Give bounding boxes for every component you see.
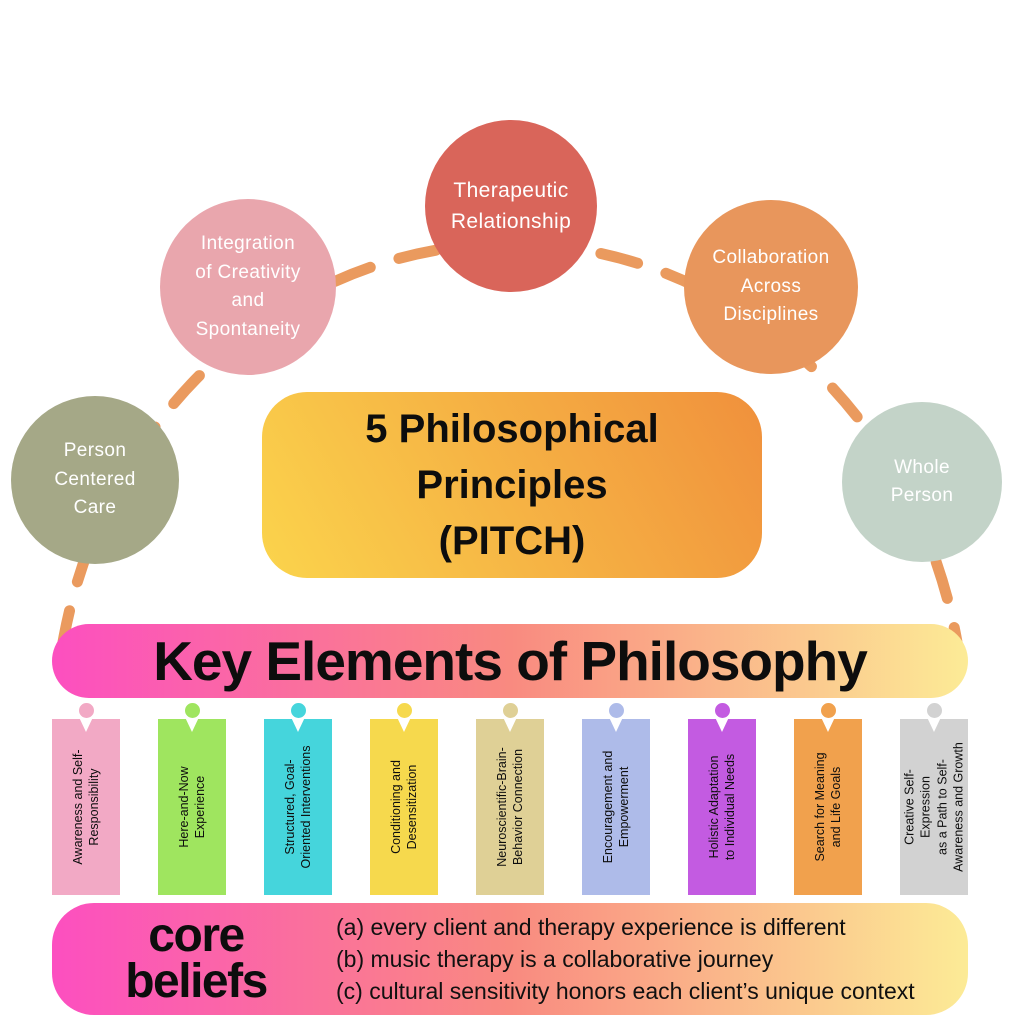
pin-dot-icon [290, 703, 306, 718]
principle-circle-label: Collaboration Across Disciplines [712, 247, 830, 326]
core-belief-item: (c) cultural sensitivity honors each cli… [336, 978, 915, 1005]
key-elements-columns: Awareness and Self- Responsibility Here-… [52, 703, 968, 895]
key-element-label: Conditioning and Desensitization [388, 760, 419, 854]
pin-dot-icon [820, 703, 836, 718]
pin-dot-icon [78, 703, 94, 718]
principle-circle-label: Therapeutic Relationship [450, 178, 572, 234]
principle-circle-label: Person Centered Care [54, 440, 136, 519]
pin-dot-icon [184, 703, 200, 718]
core-beliefs-title: core beliefs [125, 909, 268, 1008]
center-title-box: 5 Philosophical Principles (PITCH) [262, 392, 762, 578]
principle-circle-person-centered-care: Person Centered Care [11, 396, 179, 564]
key-element-label: Structured, Goal- Oriented Interventions [282, 745, 313, 869]
core-beliefs-list: (a) every client and therapy experience … [336, 911, 968, 1008]
pin-dot-icon [714, 703, 730, 718]
key-element-label: Encouragement and Empowerment [600, 750, 631, 864]
key-element-item: Awareness and Self- Responsibility [52, 703, 120, 895]
principle-circle-therapeutic-relationship: Therapeutic Relationship [425, 120, 597, 292]
principle-circle-whole-person: Whole Person [842, 402, 1002, 562]
pin-dot-icon [608, 703, 624, 718]
key-element-label: Awareness and Self- Responsibility [70, 749, 101, 865]
core-belief-item: (a) every client and therapy experience … [336, 913, 846, 940]
key-element-label: Here-and-Now Experience [176, 766, 207, 848]
key-element-card: Awareness and Self- Responsibility [52, 719, 120, 895]
pin-dot-icon [396, 703, 412, 718]
principle-circle-integration-creativity: Integration of Creativity and Spontaneit… [160, 199, 336, 375]
principle-circle-collaboration-disciplines: Collaboration Across Disciplines [684, 200, 858, 374]
principle-circle-label: Whole Person [890, 456, 954, 507]
key-element-card: Structured, Goal- Oriented Interventions [264, 719, 332, 895]
key-element-label: Creative Self- Expression as a Path to S… [902, 742, 966, 872]
key-element-card: Conditioning and Desensitization [370, 719, 438, 895]
core-beliefs-banner: core beliefs (a) every client and therap… [52, 903, 968, 1015]
key-elements-title: Key Elements of Philosophy [153, 630, 868, 692]
key-element-item: Structured, Goal- Oriented Interventions [264, 703, 332, 895]
key-element-label: Search for Meaning and Life Goals [812, 752, 843, 862]
key-element-card: Holistic Adaptation to Individual Needs [688, 719, 756, 895]
key-element-card: Here-and-Now Experience [158, 719, 226, 895]
key-element-item: Encouragement and Empowerment [582, 703, 650, 895]
pin-dot-icon [926, 703, 942, 718]
key-element-item: Neuroscientific-Brain- Behavior Connecti… [476, 703, 544, 895]
key-element-card: Search for Meaning and Life Goals [794, 719, 862, 895]
principle-circle-label: Integration of Creativity and Spontaneit… [195, 233, 301, 340]
key-element-item: Search for Meaning and Life Goals [794, 703, 862, 895]
key-elements-banner: Key Elements of Philosophy [52, 624, 968, 698]
key-element-label: Neuroscientific-Brain- Behavior Connecti… [494, 747, 525, 867]
pin-dot-icon [502, 703, 518, 718]
key-element-card: Neuroscientific-Brain- Behavior Connecti… [476, 719, 544, 895]
key-element-item: Holistic Adaptation to Individual Needs [688, 703, 756, 895]
key-element-card: Creative Self- Expression as a Path to S… [900, 719, 968, 895]
key-element-card: Encouragement and Empowerment [582, 719, 650, 895]
key-element-label: Holistic Adaptation to Individual Needs [706, 753, 737, 861]
key-element-item: Here-and-Now Experience [158, 703, 226, 895]
key-element-item: Conditioning and Desensitization [370, 703, 438, 895]
center-title: 5 Philosophical Principles (PITCH) [365, 407, 659, 563]
core-belief-item: (b) music therapy is a collaborative jou… [336, 945, 774, 972]
key-element-item: Creative Self- Expression as a Path to S… [900, 703, 968, 895]
